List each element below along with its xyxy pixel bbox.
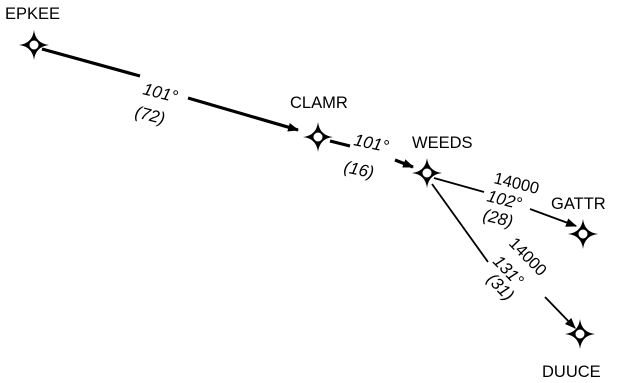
leg-line-weeds-duuce	[431, 183, 489, 263]
fix-gattr: GATTR	[551, 195, 606, 250]
four-point-star-waypoint-icon	[18, 29, 50, 61]
fix-label-gattr: GATTR	[551, 195, 606, 213]
leg-line-clamr-weeds-end	[394, 158, 415, 169]
fix-epkee: EPKEE	[5, 5, 60, 61]
leg-line-weeds-gattr	[433, 177, 485, 193]
four-point-star-waypoint-icon	[411, 157, 443, 189]
leg-epkee-clamr: 101° (72)	[41, 47, 300, 132]
fix-clamr: CLAMR	[290, 94, 348, 153]
leg-line-epkee-clamr	[41, 47, 141, 78]
distance-label: (72)	[133, 102, 167, 128]
fix-label-weeds: WEEDS	[412, 134, 473, 152]
distance-label: (16)	[342, 157, 376, 182]
four-point-star-waypoint-icon	[302, 121, 334, 153]
leg-line-epkee-clamr-end	[187, 96, 300, 132]
fix-label-clamr: CLAMR	[290, 94, 348, 112]
fix-duuce: DUUCE	[542, 318, 601, 381]
fix-label-epkee: EPKEE	[5, 5, 60, 23]
leg-line-clamr-weeds	[329, 139, 351, 148]
leg-line-weeds-duuce-end	[544, 296, 576, 329]
four-point-star-waypoint-icon	[567, 218, 599, 250]
leg-line-weeds-gattr-end	[529, 208, 578, 227]
fix-weeds: WEEDS	[411, 134, 473, 189]
leg-clamr-weeds: 101° (16)	[329, 130, 415, 182]
course-label: 101°	[352, 130, 391, 156]
fix-label-duuce: DUUCE	[542, 363, 601, 381]
course-label: 101°	[141, 79, 180, 106]
